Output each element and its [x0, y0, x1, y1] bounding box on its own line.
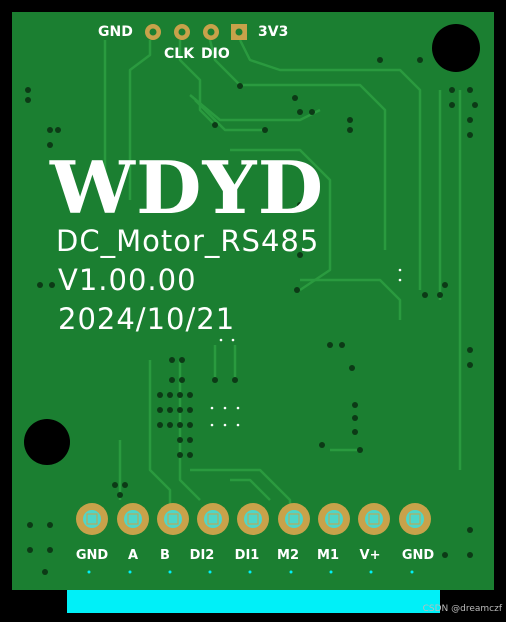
header-label-gnd: GND [98, 24, 133, 40]
terminal-pad-marker [86, 513, 98, 525]
board-date: 2024/10/21 [58, 302, 236, 336]
header-connector [145, 24, 247, 40]
pin-indicator-dot [128, 570, 132, 574]
mounting-hole-top-right [432, 24, 480, 72]
terminal-connector [76, 503, 431, 574]
header-label-dio: DIO [201, 46, 230, 62]
terminal-pad-marker [247, 513, 259, 525]
pin-label-m1: M1 [317, 548, 339, 563]
header-label-clk: CLK [164, 46, 195, 62]
pin-label-m2: M2 [277, 548, 299, 563]
terminal-pad-marker [368, 513, 380, 525]
mounting-hole-left [24, 419, 70, 465]
terminal-pad-marker [328, 513, 340, 525]
pin-label-b: B [160, 548, 170, 563]
pin-indicator-dot [410, 570, 414, 574]
terminal-pad-hole [244, 510, 262, 528]
pin-label-vplus: V+ [359, 548, 381, 563]
terminal-pad-hole [204, 510, 222, 528]
terminal-pad-marker [167, 513, 179, 525]
header-label-3v3: 3V3 [258, 24, 289, 40]
terminal-pad-hole [406, 510, 424, 528]
terminal-pad-hole [285, 510, 303, 528]
board-name: DC_Motor_RS485 [56, 224, 320, 258]
pin-label-di2: DI2 [189, 548, 215, 563]
pin-indicator-dot [208, 570, 212, 574]
pin-label-gnd-2: GND [401, 548, 435, 563]
pin-indicator-dot [329, 570, 333, 574]
terminal-pad-hole [164, 510, 182, 528]
terminal-pad-marker [409, 513, 421, 525]
watermark: CSDN @dreamczf [422, 604, 502, 614]
pin-label-di1: DI1 [234, 548, 260, 563]
pcb-board [12, 12, 494, 590]
board-logo: WDYD [50, 145, 325, 230]
terminal-pad-hole [83, 510, 101, 528]
pin-label-gnd: GND [75, 548, 109, 563]
pin-indicator-dot [289, 570, 293, 574]
terminal-pad-marker [288, 513, 300, 525]
terminal-pad-hole [325, 510, 343, 528]
pin-indicator-dot [369, 570, 373, 574]
terminal-pad-marker [127, 513, 139, 525]
terminal-pad-marker [207, 513, 219, 525]
terminal-pad-hole [365, 510, 383, 528]
pin-indicator-dot [248, 570, 252, 574]
highlight-bar [67, 590, 440, 613]
pin-label-a: A [127, 548, 139, 563]
pin-indicator-dot [168, 570, 172, 574]
terminal-pad-hole [124, 510, 142, 528]
board-version: V1.00.00 [58, 263, 197, 297]
pin-indicator-dot [87, 570, 91, 574]
